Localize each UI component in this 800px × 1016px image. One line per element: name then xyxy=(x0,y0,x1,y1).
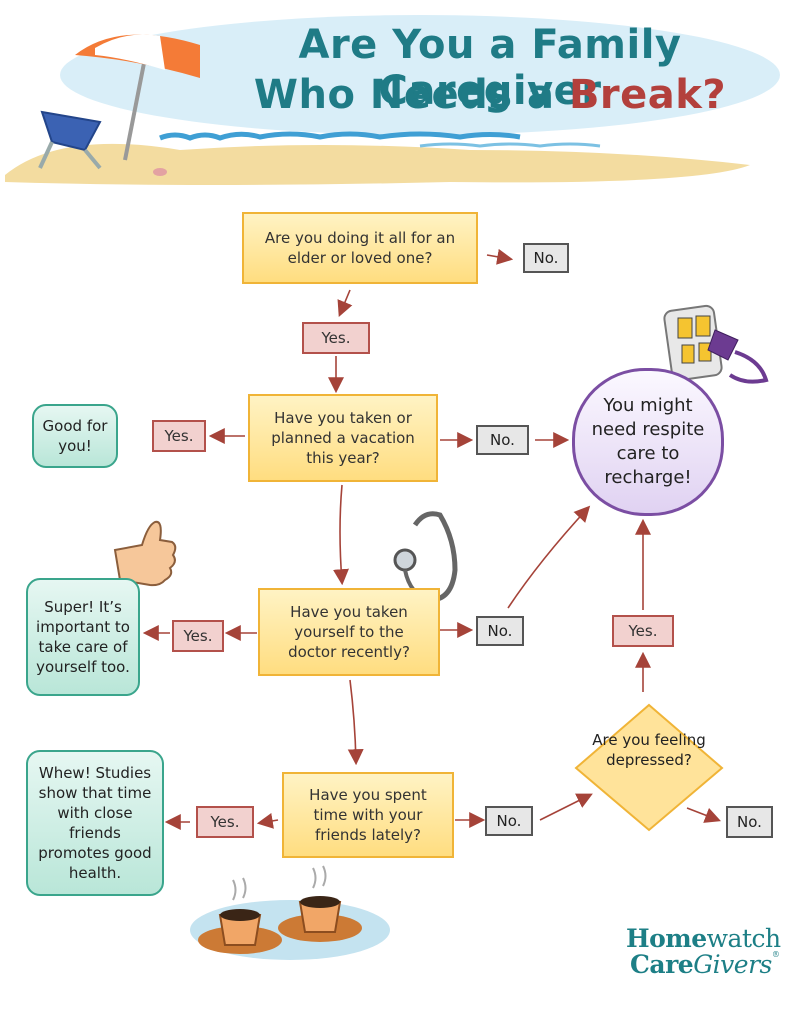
answer-yes-vacation: Yes. xyxy=(152,420,206,452)
logo-home: Home xyxy=(626,924,707,953)
outcome-respite-care: You might need respite care to recharge! xyxy=(572,368,724,516)
thumbs-up-icon xyxy=(113,520,177,587)
beach-header-illustration xyxy=(5,15,780,185)
answer-yes-friends: Yes. xyxy=(196,806,254,838)
result-take-care: Super! It’s important to take care of yo… xyxy=(26,578,140,696)
answer-no-vacation: No. xyxy=(476,425,529,455)
title-prefix: Who Needs a xyxy=(253,72,569,118)
answer-no-doctor: No. xyxy=(476,616,524,646)
logo-watch: watch xyxy=(706,924,781,953)
coffee-cups-icon xyxy=(190,865,390,960)
result-good-for-you: Good for you! xyxy=(32,404,118,468)
answer-yes-elder-care: Yes. xyxy=(302,322,370,354)
answer-yes-doctor: Yes. xyxy=(172,620,224,652)
homewatch-logo-line-2: CareGivers® xyxy=(630,950,780,979)
logo-registered-mark: ® xyxy=(771,950,780,959)
answer-yes-depressed: Yes. xyxy=(612,615,674,647)
page-title-line-2: Who Needs a Break? xyxy=(190,72,790,118)
question-doctor: Have you taken yourself to the doctor re… xyxy=(258,588,440,676)
answer-no-elder-care: No. xyxy=(523,243,569,273)
result-friends-health: Whew! Studies show that time with close … xyxy=(26,750,164,896)
depressed-diamond-shape xyxy=(574,703,724,832)
homewatch-logo-line-1: Homewatch xyxy=(626,924,781,953)
title-accent-word: Break? xyxy=(568,72,727,118)
beach-umbrella-icon xyxy=(75,34,200,161)
answer-no-friends: No. xyxy=(485,806,533,836)
question-elder-care: Are you doing it all for an elder or lov… xyxy=(242,212,478,284)
question-friends: Have you spent time with your friends la… xyxy=(282,772,454,858)
beach-chair-icon xyxy=(38,110,102,170)
answer-no-depressed: No. xyxy=(726,806,773,838)
power-outlet-plug-icon xyxy=(663,304,769,384)
question-vacation: Have you taken or planned a vacation thi… xyxy=(248,394,438,482)
logo-care: Care xyxy=(630,950,694,979)
page-title-line-1: Are You a Family Caregiver xyxy=(298,22,682,114)
question-depressed: Are you feeling depressed? xyxy=(592,731,706,769)
logo-givers: Givers xyxy=(693,950,772,979)
